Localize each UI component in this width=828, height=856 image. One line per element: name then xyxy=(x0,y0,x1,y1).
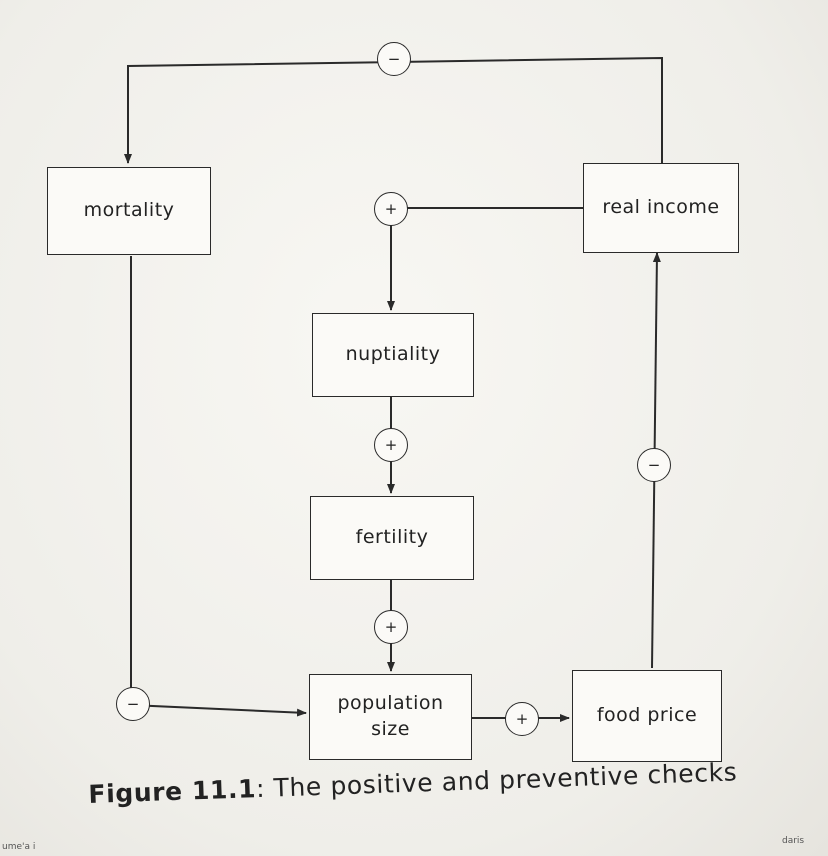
sign-fertility-to-population: + xyxy=(374,610,408,644)
margin-text-bottom-right: daris xyxy=(782,836,804,846)
node-real-income: real income xyxy=(583,163,739,253)
node-mortality-label: mortality xyxy=(83,199,175,222)
margin-text-bottom-left-label: ume'a i xyxy=(2,842,36,852)
node-nuptiality-label: nuptiality xyxy=(345,343,441,366)
sign-population-to-food: + xyxy=(505,702,539,736)
sign-food-to-income-label: − xyxy=(647,456,661,474)
node-fertility-label: fertility xyxy=(355,526,429,549)
sign-fertility-to-population-label: + xyxy=(384,618,398,636)
node-fertility: fertility xyxy=(310,496,474,580)
node-population-size: population size xyxy=(309,674,472,760)
sign-population-to-food-label: + xyxy=(515,710,529,728)
node-food-price: food price xyxy=(572,670,722,762)
sign-food-to-income: − xyxy=(637,448,671,482)
sign-income-to-nuptiality: + xyxy=(374,192,408,226)
edge-income-to-nuptiality xyxy=(387,207,583,311)
edge-mortality-to-population xyxy=(130,256,307,717)
node-population-size-label: population size xyxy=(337,692,444,740)
node-nuptiality: nuptiality xyxy=(312,313,474,397)
figure-caption-label: Figure 11.1 xyxy=(88,774,257,809)
node-mortality: mortality xyxy=(47,167,211,255)
sign-mortality-to-population-label: − xyxy=(126,695,140,713)
sign-top-loop-label: − xyxy=(387,50,401,68)
sign-top-loop: − xyxy=(377,42,411,76)
sign-nuptiality-to-fertility: + xyxy=(374,428,408,462)
sign-mortality-to-population: − xyxy=(116,687,150,721)
sign-nuptiality-to-fertility-label: + xyxy=(384,436,398,454)
node-food-price-label: food price xyxy=(596,704,698,727)
margin-text-bottom-left: ume'a i xyxy=(2,842,35,852)
node-real-income-label: real income xyxy=(602,196,720,219)
margin-text-bottom-right-label: daris xyxy=(782,836,805,846)
sign-income-to-nuptiality-label: + xyxy=(384,200,398,218)
